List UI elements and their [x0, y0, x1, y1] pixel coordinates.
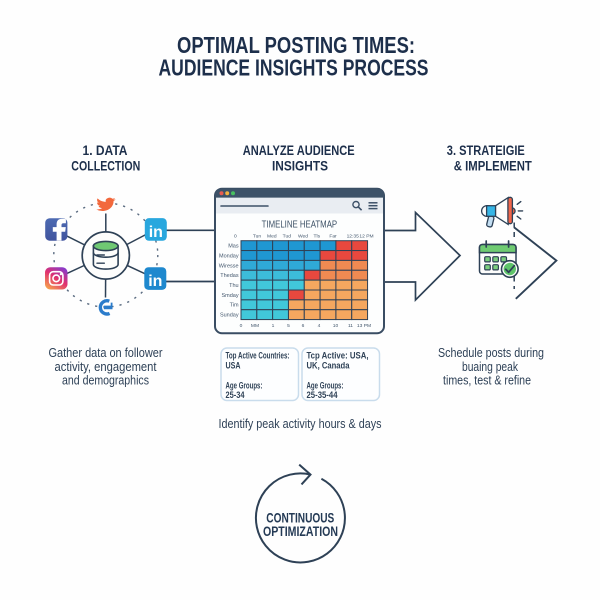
- svg-text:0: 0: [234, 233, 237, 239]
- svg-text:5: 5: [287, 323, 290, 329]
- svg-text:Smday: Smday: [221, 293, 238, 299]
- svg-text:Schedule posts during: Schedule posts during: [438, 346, 544, 360]
- svg-text:INSIGHTS: INSIGHTS: [272, 159, 328, 174]
- svg-text:& IMPLEMENT: & IMPLEMENT: [454, 159, 533, 174]
- svg-text:12:35: 12:35: [347, 233, 360, 239]
- svg-text:1: 1: [272, 323, 275, 329]
- svg-text:OPTIMAL POSTING TIMES:: OPTIMAL POSTING TIMES:: [177, 32, 415, 58]
- svg-text:Thu: Thu: [229, 283, 238, 289]
- svg-text:CONTINUOUS: CONTINUOUS: [266, 510, 334, 525]
- svg-text:Med: Med: [267, 233, 277, 239]
- svg-text:Far: Far: [329, 233, 337, 239]
- svg-text:Tcp Active: USA,: Tcp Active: USA,: [307, 350, 369, 360]
- svg-text:Age Groups:: Age Groups:: [226, 381, 263, 391]
- svg-text:buaing peak: buaing peak: [462, 360, 519, 374]
- svg-text:in: in: [149, 224, 163, 241]
- svg-text:3. STRATEIGIE: 3. STRATEIGIE: [447, 143, 525, 158]
- svg-text:25-34: 25-34: [226, 390, 245, 400]
- svg-text:ANALYZE AUDIENCE: ANALYZE AUDIENCE: [243, 143, 355, 158]
- svg-text:Age Groups:: Age Groups:: [307, 381, 344, 391]
- svg-text:USA: USA: [226, 360, 241, 370]
- svg-text:MM: MM: [251, 323, 259, 329]
- svg-text:6: 6: [302, 323, 305, 329]
- svg-text:Top Active Countries:: Top Active Countries:: [226, 350, 290, 360]
- svg-text:12 PM: 12 PM: [359, 233, 373, 239]
- svg-text:25-35-44: 25-35-44: [307, 390, 338, 400]
- svg-text:1. DATA: 1. DATA: [83, 143, 128, 158]
- svg-text:10: 10: [333, 323, 339, 329]
- svg-text:Tls: Tls: [314, 233, 321, 239]
- svg-text:Monday: Monday: [219, 253, 239, 259]
- svg-text:TIMELINE HEATMAP: TIMELINE HEATMAP: [262, 220, 338, 231]
- svg-text:Thedas: Thedas: [220, 273, 239, 279]
- svg-text:and demographics: and demographics: [62, 373, 149, 387]
- svg-text:13 PM: 13 PM: [357, 323, 371, 329]
- svg-text:UK, Canada: UK, Canada: [307, 360, 351, 370]
- svg-text:Tim: Tim: [230, 303, 239, 309]
- svg-text:Sunday: Sunday: [220, 313, 239, 319]
- svg-text:Tud: Tud: [283, 233, 292, 239]
- svg-text:activity, engagement: activity, engagement: [55, 360, 157, 374]
- svg-text:4: 4: [318, 323, 321, 329]
- svg-text:Wed: Wed: [298, 233, 308, 239]
- svg-text:0: 0: [240, 323, 243, 329]
- svg-text:AUDIENCE INSIGHTS PROCESS: AUDIENCE INSIGHTS PROCESS: [159, 55, 429, 81]
- svg-text:Tun: Tun: [253, 233, 262, 239]
- svg-text:Gather data on follower: Gather data on follower: [49, 346, 163, 360]
- svg-text:Identify peak activity hours &: Identify peak activity hours & days: [219, 416, 382, 431]
- svg-text:times, test & refine: times, test & refine: [443, 373, 531, 387]
- svg-text:Mas: Mas: [228, 244, 239, 250]
- svg-text:OPTIMIZATION: OPTIMIZATION: [263, 524, 338, 539]
- svg-text:11: 11: [348, 323, 353, 329]
- svg-text:in: in: [148, 273, 162, 290]
- svg-text:Wiresse: Wiresse: [219, 263, 239, 269]
- svg-text:COLLECTION: COLLECTION: [71, 159, 140, 174]
